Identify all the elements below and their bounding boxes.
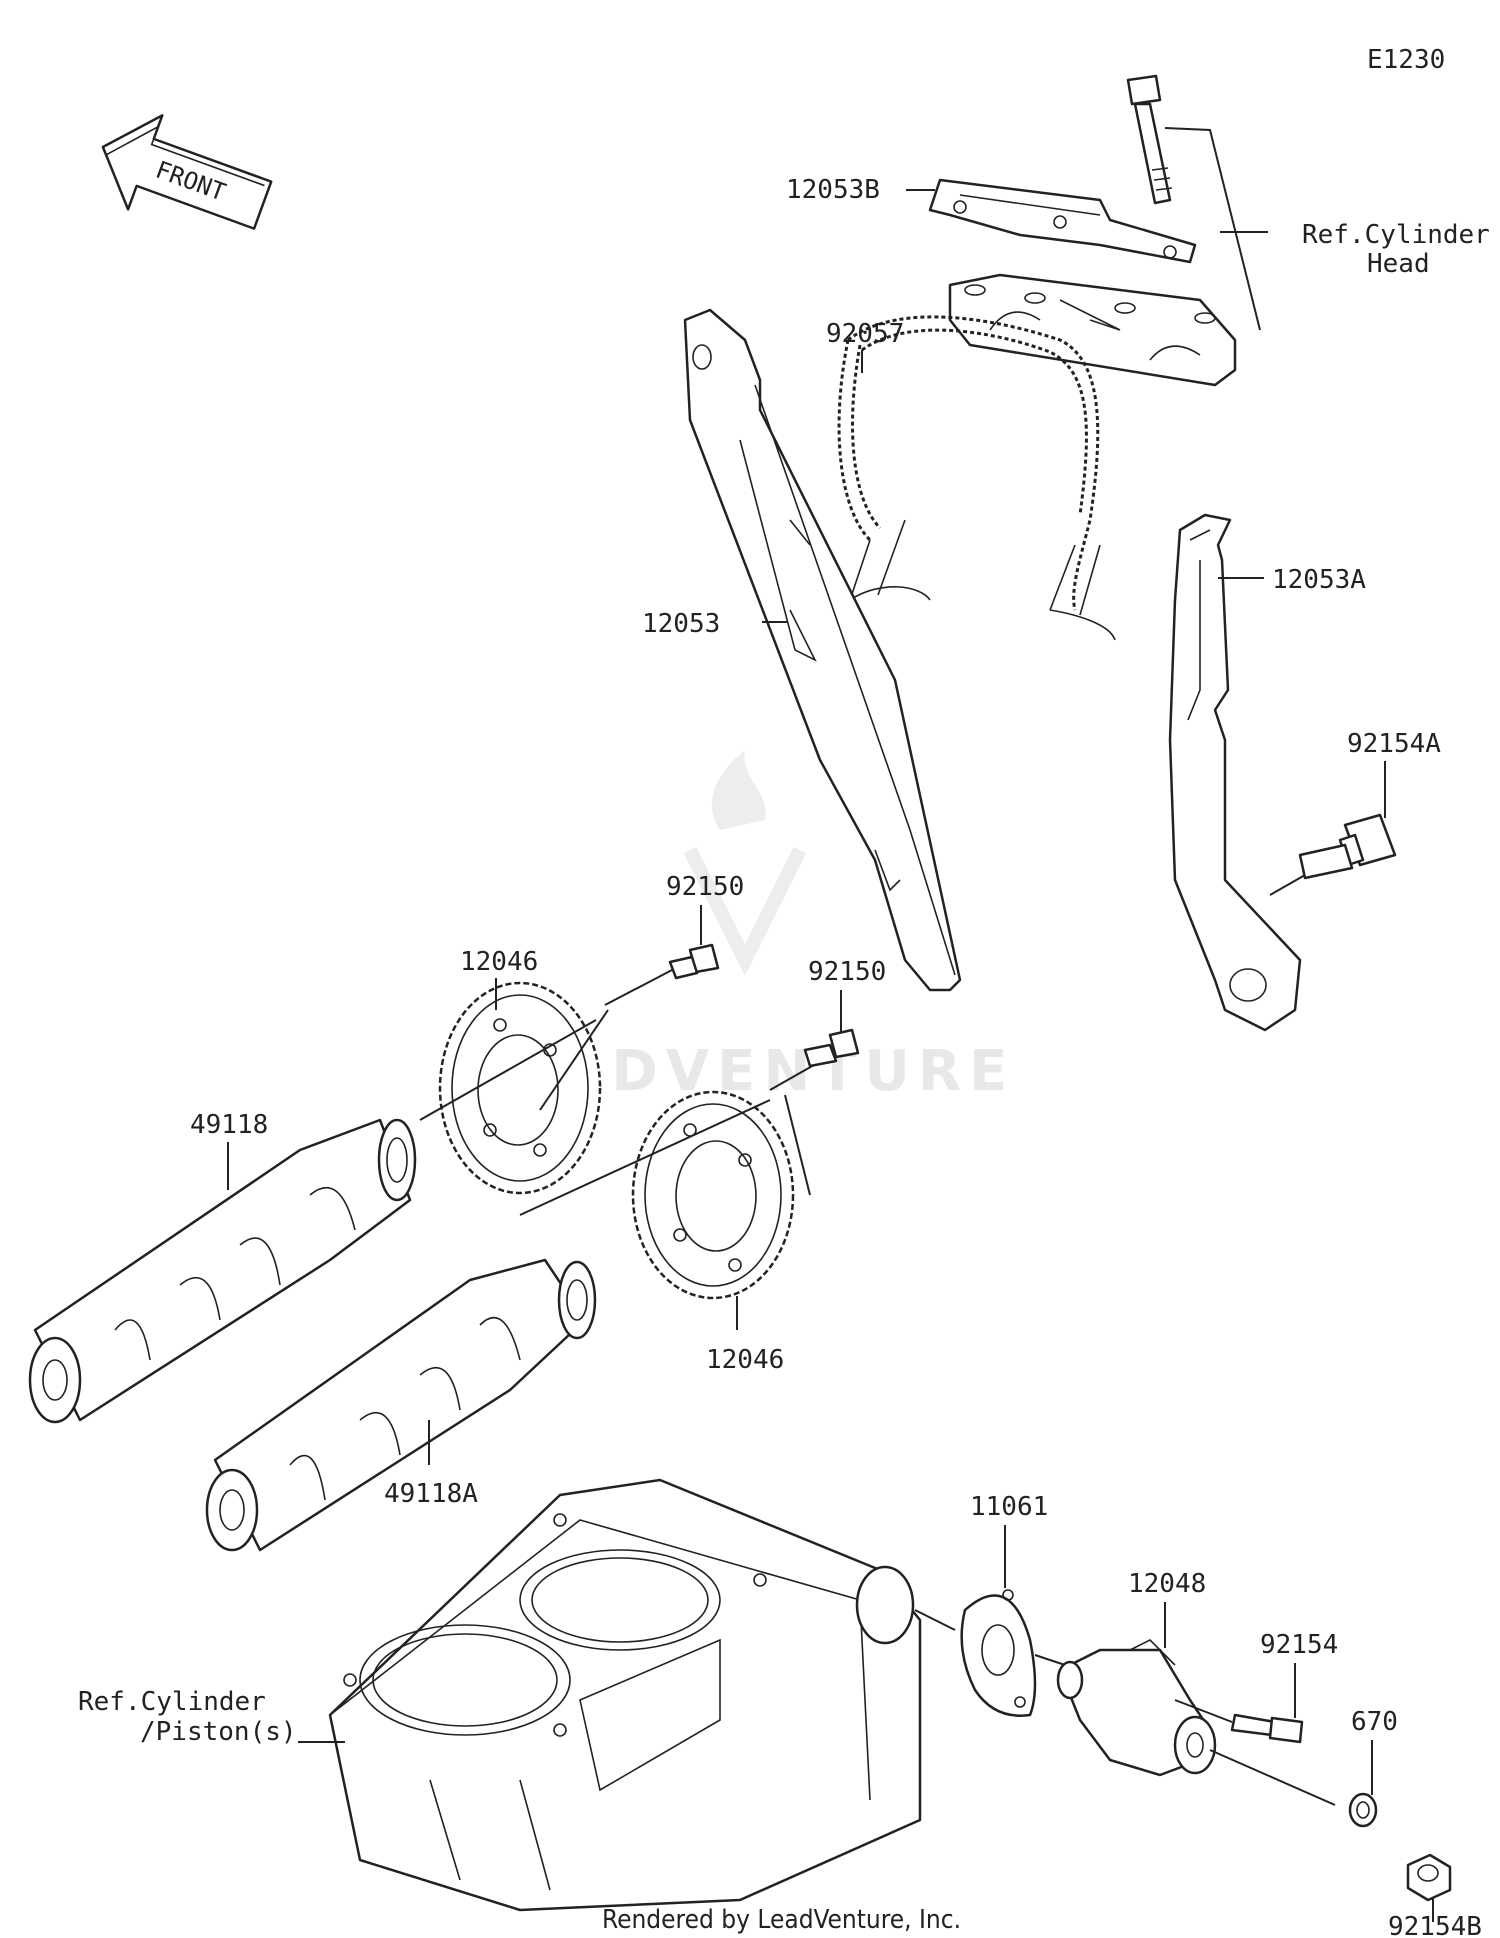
part-92154B-cap-nut	[1406, 1853, 1452, 1902]
diagram-id: E1230	[1367, 45, 1445, 75]
part-12053-chain-guide	[683, 308, 962, 992]
footer-rendered-by: Rendered by LeadVenture, Inc.	[602, 1905, 961, 1935]
part-92154-bolt	[1230, 1713, 1304, 1744]
camshaft-cap	[948, 273, 1237, 387]
label-ref-cylinder-piston-2: /Piston(s)	[140, 1717, 297, 1747]
part-12053B-guide	[928, 178, 1197, 264]
part-11061-gasket	[960, 1589, 1037, 1717]
label-12053B: 12053B	[786, 175, 880, 205]
part-670-washer	[1348, 1792, 1378, 1828]
part-49118-camshaft	[28, 1118, 417, 1424]
label-12053A: 12053A	[1272, 565, 1366, 595]
part-92154A-bolt	[1269, 813, 1397, 896]
label-92154B: 92154B	[1388, 1912, 1482, 1938]
label-12048: 12048	[1128, 1569, 1206, 1599]
label-92057: 92057	[826, 319, 904, 349]
part-49118A-camshaft	[205, 1258, 597, 1552]
watermark-flame-icon	[711, 750, 766, 830]
label-12046-1: 12046	[460, 947, 538, 977]
part-12046-sprocket-1	[438, 981, 602, 1195]
part-92150-bolt-1	[668, 943, 720, 980]
label-12046-2: 12046	[706, 1345, 784, 1375]
part-12048-tensioner	[1056, 1639, 1217, 1777]
label-12053: 12053	[642, 609, 720, 639]
label-92154: 92154	[1260, 1630, 1338, 1660]
label-670: 670	[1351, 1707, 1398, 1737]
label-ref-cylinder-head-2: Head	[1367, 249, 1430, 279]
label-49118: 49118	[190, 1110, 268, 1140]
label-ref-cylinder-head-1: Ref.Cylinder	[1302, 220, 1490, 250]
cylinder-head-bolt	[1126, 74, 1173, 205]
part-92057-timing-chain	[837, 315, 1116, 641]
cylinder-block	[328, 1478, 922, 1912]
label-ref-cylinder-piston-1: Ref.Cylinder	[78, 1687, 266, 1717]
label-49118A: 49118A	[384, 1479, 478, 1509]
label-11061: 11061	[970, 1492, 1048, 1522]
part-12053A-tensioner-guide	[1168, 513, 1302, 1032]
ref-cylinder-head-leader	[1164, 127, 1268, 331]
part-92150-bolt-2	[803, 1028, 860, 1068]
label-92150-2: 92150	[808, 957, 886, 987]
label-92154A: 92154A	[1347, 729, 1441, 759]
part-12046-sprocket-2	[631, 1090, 795, 1300]
label-92150-1: 92150	[666, 872, 744, 902]
front-arrow-icon: FRONT	[101, 114, 273, 230]
